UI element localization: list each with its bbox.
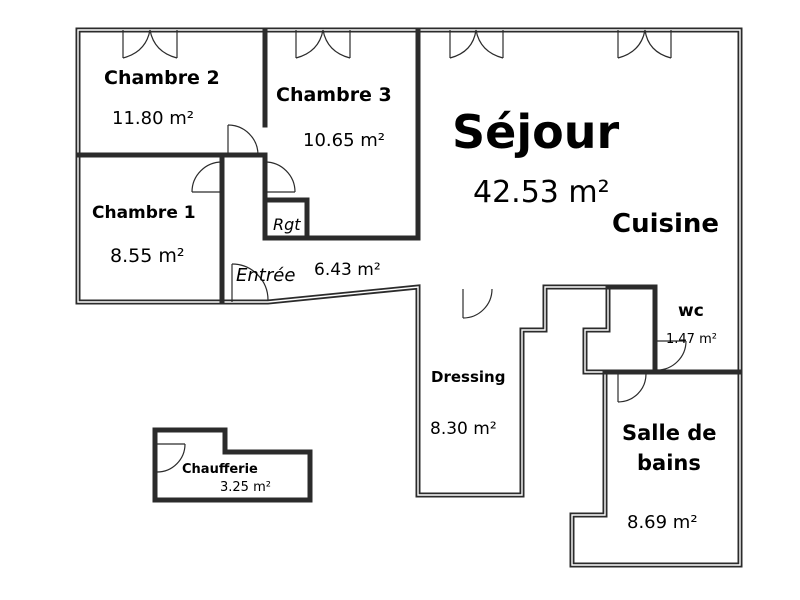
door-salle-de-bains [617,373,647,403]
cuisine-name: Cuisine [612,209,719,239]
door-chambre1 [191,161,223,193]
window-sejour-1 [449,29,504,59]
sdb-name-line1: Salle de [622,421,717,445]
door-entree [231,263,269,302]
window-chambre3 [295,29,351,59]
door-wc [656,340,687,371]
sdb-name-line2: bains [637,451,701,475]
walls [75,27,743,568]
wc-area: 1.47 m² [666,332,717,347]
chambre1-name: Chambre 1 [92,203,196,223]
door-dressing [462,288,493,319]
doors [156,124,687,473]
window-sejour-2 [617,29,672,59]
chaufferie-name: Chaufferie [182,462,258,477]
door-chambre2 [227,124,259,156]
door-chaufferie [156,443,186,473]
sejour-area: 42.53 m² [473,175,610,210]
entree-name: Entrée [236,265,295,286]
windows [122,29,672,59]
dressing-name: Dressing [431,368,505,386]
chambre1-area: 8.55 m² [110,245,184,267]
entree-area: 6.43 m² [314,260,381,280]
wall-rgt-top [262,197,310,241]
chambre2-name: Chambre 2 [104,67,220,89]
wc-name: wc [678,301,704,321]
chaufferie-area: 3.25 m² [220,480,271,495]
chambre2-area: 11.80 m² [112,108,194,129]
chambre3-name: Chambre 3 [276,84,392,106]
chaufferie-wall [152,427,313,503]
chambre3-area: 10.65 m² [303,130,385,151]
sdb-area: 8.69 m² [627,512,698,533]
rgt-name: Rgt [273,215,301,234]
dressing-area: 8.30 m² [430,419,497,439]
window-chambre2 [122,29,178,59]
room-labels: Chambre 2 11.80 m² Chambre 3 10.65 m² Sé… [92,67,719,533]
door-chambre3 [264,161,296,193]
sejour-name: Séjour [452,105,619,159]
